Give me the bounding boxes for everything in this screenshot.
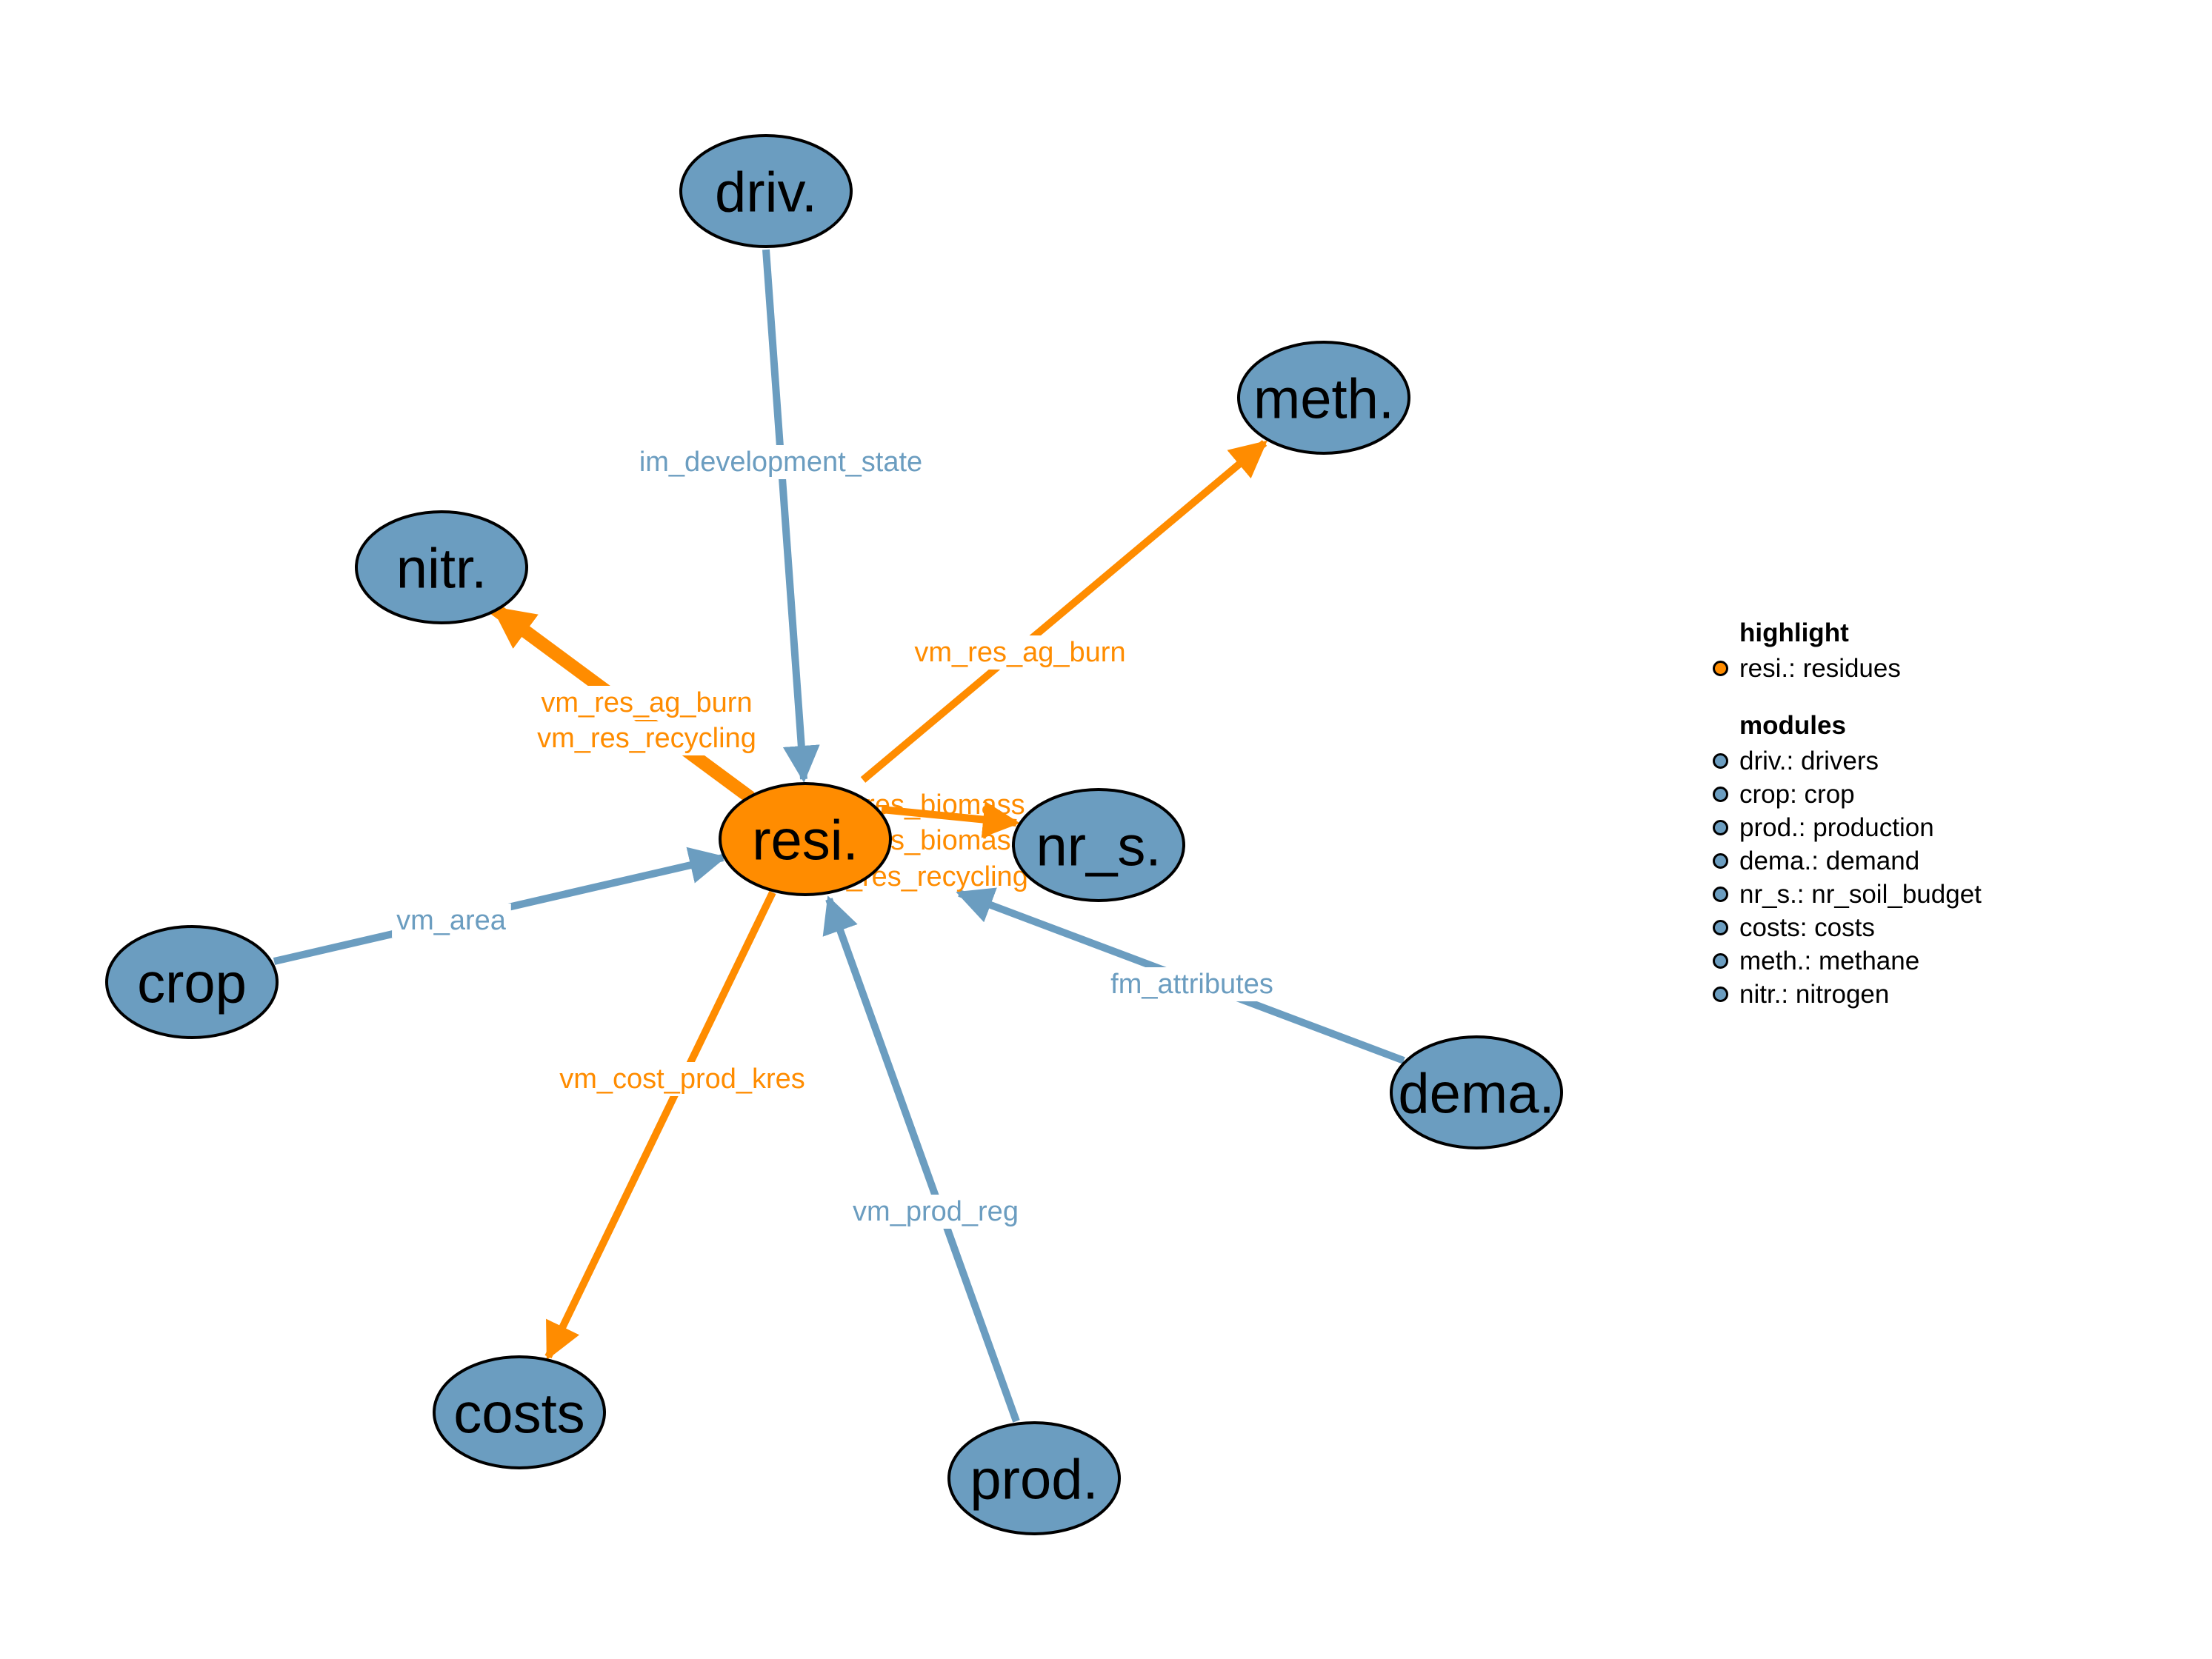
edge-label-background	[910, 635, 1130, 670]
edge-label-resi-costs-0: vm_cost_prod_kres	[559, 1064, 805, 1095]
legend-dot-icon	[1713, 887, 1728, 902]
legend-entry-label: resi.: residues	[1739, 654, 1901, 683]
edge-label-resi-nitr-0: vm_res_ag_burn	[541, 687, 752, 718]
legend-dot-icon	[1713, 661, 1728, 676]
edge-label-background	[392, 904, 511, 938]
legend-dot-icon	[1713, 820, 1728, 835]
edge-label-background	[1106, 967, 1278, 1001]
node-label-dema: dema.	[1398, 1063, 1554, 1126]
node-label-nitr: nitr.	[396, 538, 487, 601]
edge-label-background	[536, 686, 757, 720]
node-label-nr_s: nr_s.	[1036, 815, 1162, 878]
legend-entry: nitr.: nitrogen	[1704, 978, 1982, 1011]
legend-entry: crop: crop	[1704, 778, 1982, 811]
node-prod: prod.	[947, 1421, 1121, 1535]
edge-label-background	[848, 1195, 1023, 1229]
edge-label-driv-resi-0: im_development_state	[639, 447, 922, 478]
legend-entry-label: crop: crop	[1739, 780, 1855, 809]
node-resi: resi.	[719, 782, 892, 896]
node-shape-crop	[105, 925, 279, 1039]
edge-driv-resi	[762, 249, 820, 783]
legend-entry: dema.: demand	[1704, 844, 1982, 878]
edge-resi-meth	[860, 440, 1267, 783]
node-label-crop: crop	[137, 952, 247, 1015]
node-label-costs: costs	[453, 1383, 584, 1446]
legend-dot-icon	[1713, 787, 1728, 802]
legend-entry: meth.: methane	[1704, 944, 1982, 978]
legend-entry: costs: costs	[1704, 911, 1982, 944]
edge-label-background	[634, 445, 927, 479]
legend-entry-label: nr_s.: nr_soil_budget	[1739, 880, 1982, 909]
legend-entry-label: costs: costs	[1739, 913, 1875, 942]
node-costs: costs	[433, 1355, 606, 1469]
edge-label-prod-resi-0: vm_prod_reg	[853, 1196, 1019, 1227]
legend-dot-icon	[1713, 753, 1728, 769]
edge-label-background	[555, 1062, 810, 1096]
node-shape-driv	[679, 134, 853, 248]
node-driv: driv.	[679, 134, 853, 248]
node-shape-dema	[1390, 1035, 1563, 1149]
node-label-meth: meth.	[1253, 368, 1394, 431]
legend-dot-icon	[1713, 920, 1728, 935]
legend-entry-label: meth.: methane	[1739, 947, 1920, 975]
node-crop: crop	[105, 925, 279, 1039]
legend-entry-label: dema.: demand	[1739, 847, 1920, 875]
legend-modules-list: driv.: drivers crop: crop prod.: productio…	[1704, 744, 1982, 1011]
legend-highlight-list: resi.: residues	[1704, 652, 1982, 685]
node-dema: dema.	[1390, 1035, 1563, 1149]
legend-entry-label: nitr.: nitrogen	[1739, 980, 1890, 1009]
node-label-driv: driv.	[715, 161, 817, 224]
legend-dot-icon	[1713, 987, 1728, 1002]
node-shape-costs	[433, 1355, 606, 1469]
node-shape-nr_s	[1012, 788, 1185, 902]
node-label-resi: resi.	[752, 810, 859, 872]
node-shape-meth	[1237, 341, 1410, 455]
node-nitr: nitr.	[355, 510, 528, 624]
node-shape-prod	[947, 1421, 1121, 1535]
nodes-layer: resi. driv. meth. nitr. crop dema. costs prod. n…	[105, 134, 1563, 1535]
legend-dot-icon	[1713, 953, 1728, 969]
edge-resi-costs	[544, 890, 776, 1361]
legend-entry: driv.: drivers	[1704, 744, 1982, 778]
edge-label-resi-nitr-1: vm_res_recycling	[537, 723, 756, 754]
node-shape-nitr	[355, 510, 528, 624]
legend-dot-icon	[1713, 853, 1728, 869]
legend: highlight resi.: residues modules driv.:…	[1704, 616, 1982, 1011]
edge-label-dema-resi-0: fm_attributes	[1110, 969, 1273, 1000]
legend-highlight-title: highlight	[1739, 618, 1849, 647]
edge-resi-nr_s	[881, 801, 1020, 838]
node-shape-resi	[719, 782, 892, 896]
legend-entry: resi.: residues	[1704, 652, 1982, 685]
node-label-prod: prod.	[970, 1449, 1098, 1512]
legend-entry: nr_s.: nr_soil_budget	[1704, 878, 1982, 911]
legend-entry-label: driv.: drivers	[1739, 747, 1879, 775]
edge-label-resi-meth-0: vm_res_ag_burn	[914, 637, 1125, 668]
legend-entry-label: prod.: production	[1739, 813, 1934, 842]
edge-label-background	[533, 721, 761, 755]
edge-prod-resi	[822, 895, 1020, 1423]
edge-label-crop-resi-0: vm_area	[396, 905, 507, 936]
legend-entry: prod.: production	[1704, 811, 1982, 844]
legend-modules-title: modules	[1739, 711, 1846, 740]
node-nr_s: nr_s.	[1012, 788, 1185, 902]
node-meth: meth.	[1237, 341, 1410, 455]
